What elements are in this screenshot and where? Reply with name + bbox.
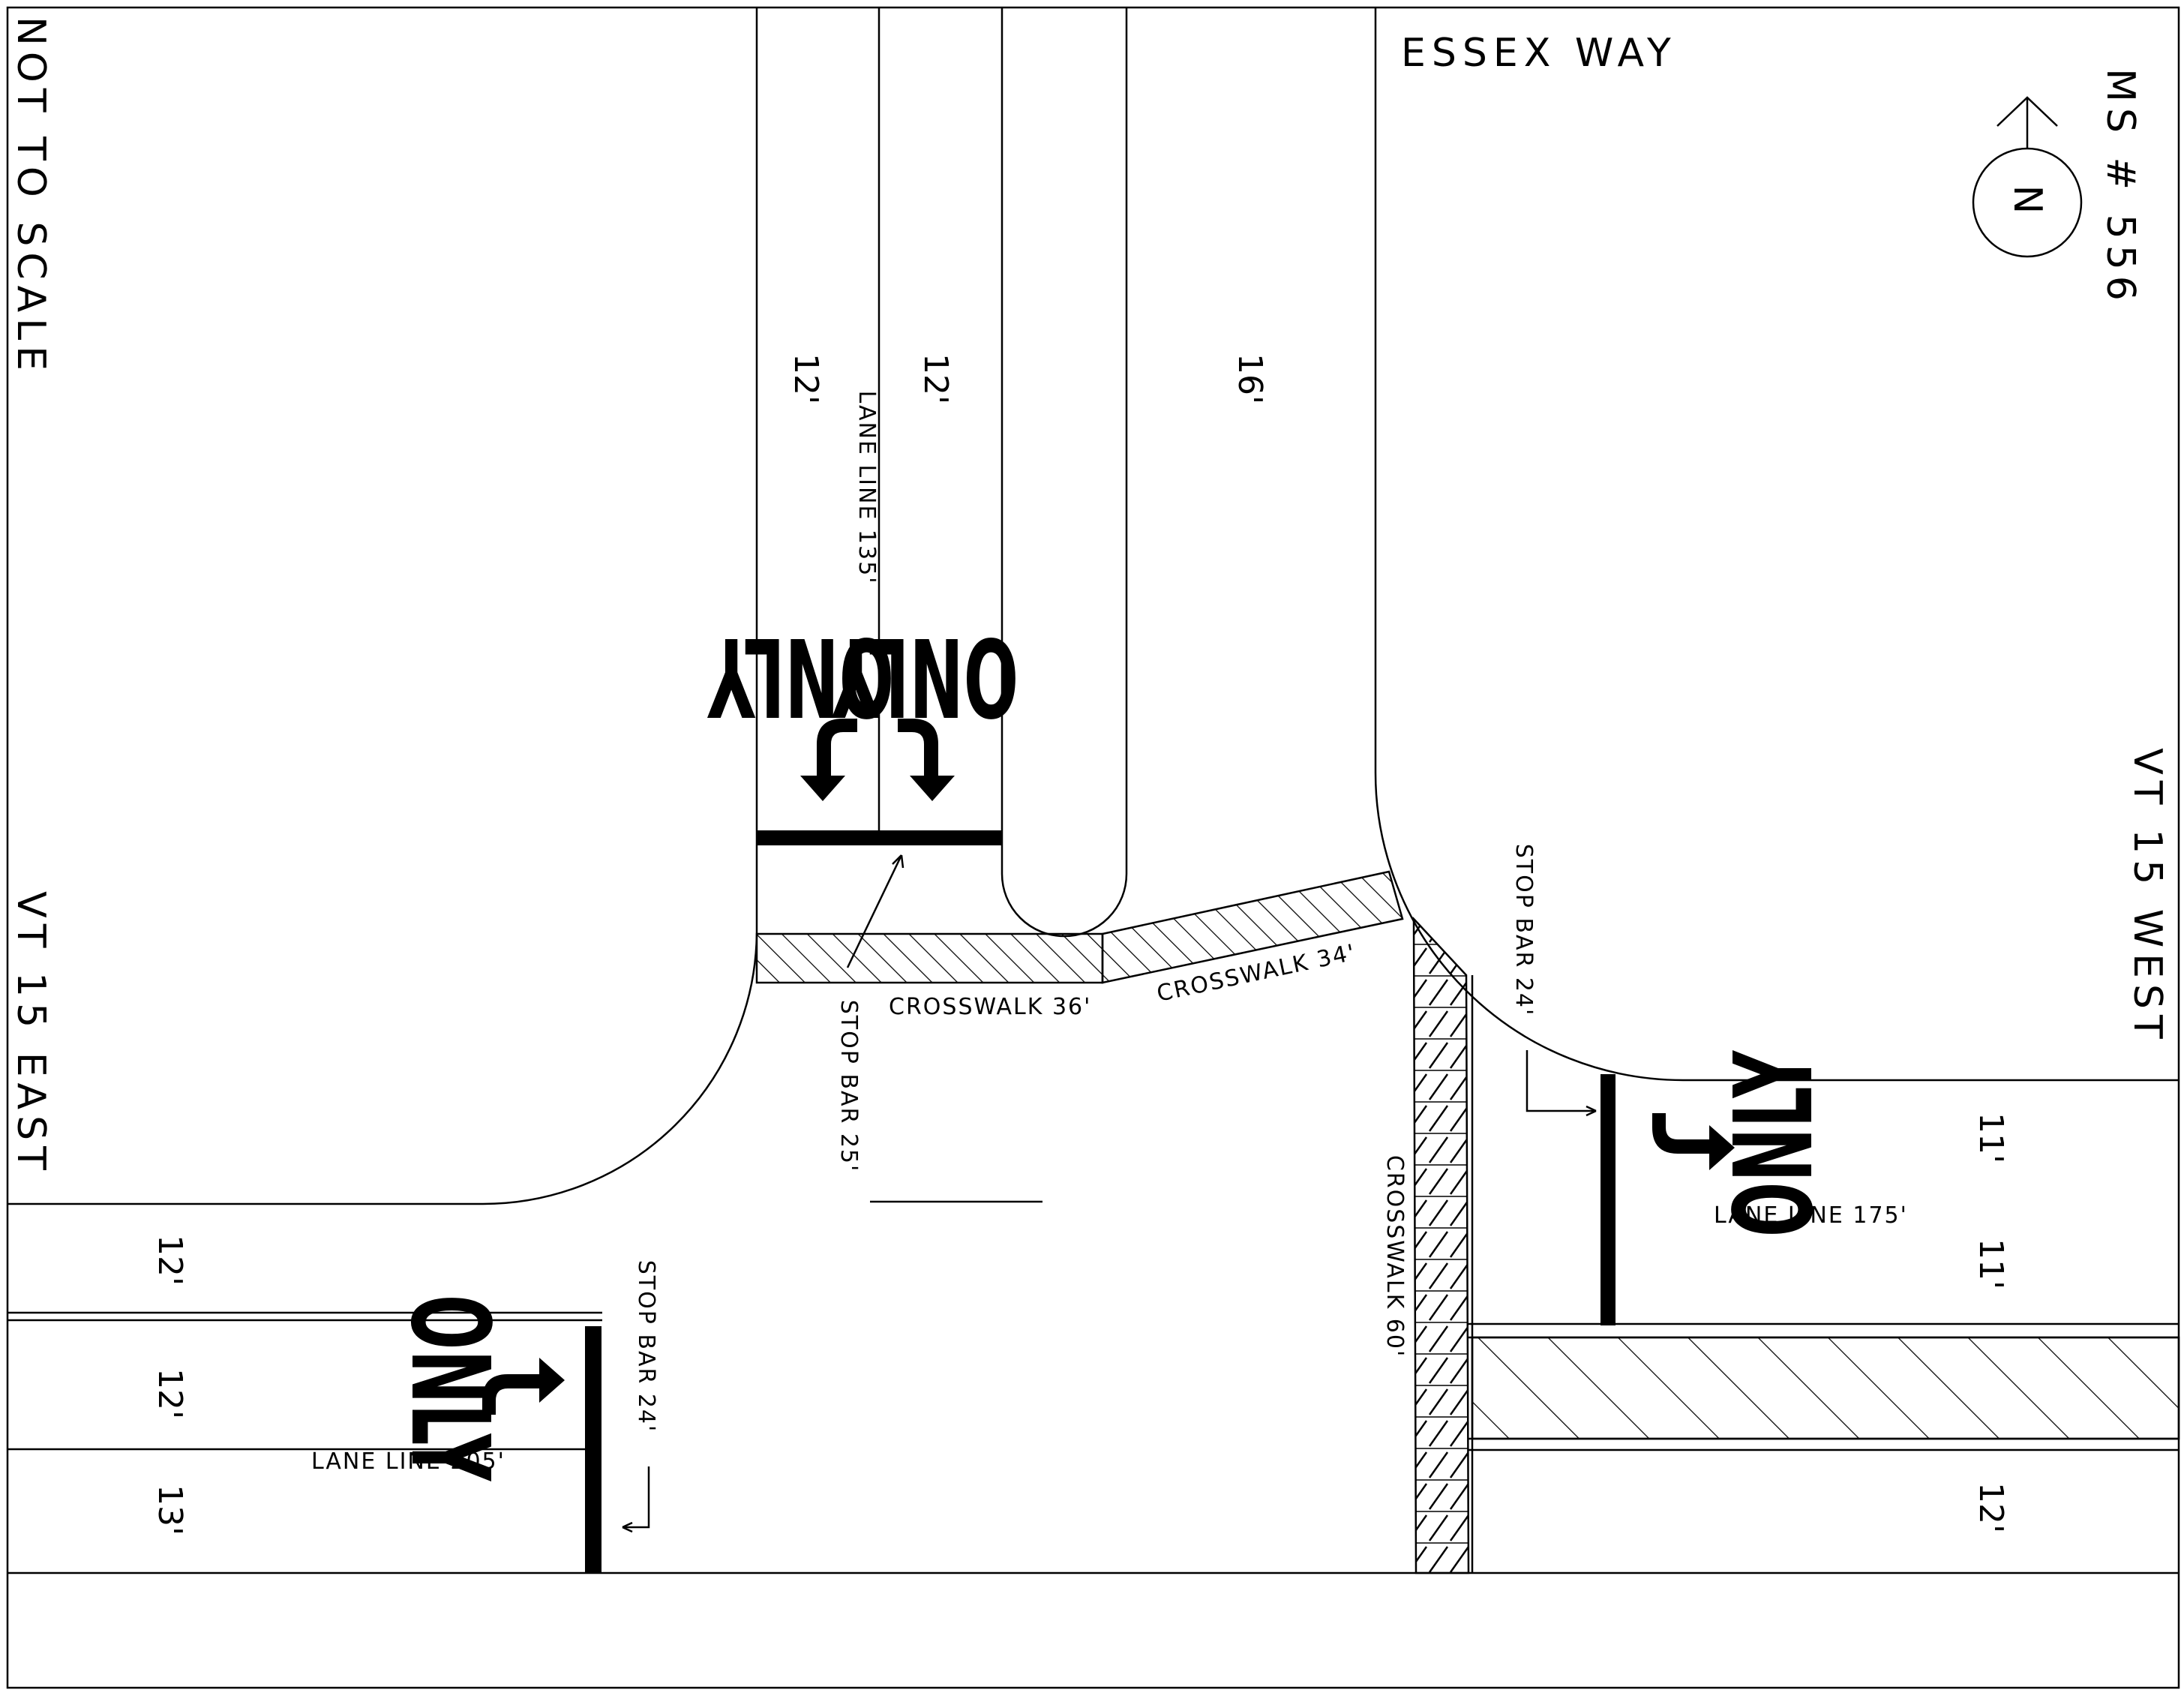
only-marking: ONLY [387,1295,513,1481]
lane-width-labels: 12' 12' 16' 12' 12' 13' 11' 11' 12' [151,353,2010,1535]
lane-width-west-mid: 12' [151,1368,189,1419]
lane-width-north-left: 12' [787,353,825,404]
stop-bar-west [585,1326,602,1574]
page-frame [6,6,2180,1689]
stop-bar-north [757,830,1002,845]
street-name-north: ESSEX WAY [1401,31,1677,76]
ms-number: MS # 556 [2098,68,2143,307]
stop-bar-east [1600,1074,1616,1325]
lane-width-east-top: 11' [1972,1112,2010,1163]
lane-width-west-top: 12' [151,1235,189,1286]
crosswalk-east [1412,916,1470,1574]
scale-note: NOT TO SCALE [8,17,53,377]
stop-bar-north-label: STOP BAR 25' [836,1000,862,1173]
crosswalk-north [755,870,1404,984]
only-marking: ONLY [832,614,1018,740]
lane-line-west-label: LANE LINE 205' [311,1448,506,1475]
lane-width-north-right: 12' [916,353,955,404]
only-marking: ONLY [1711,1050,1837,1237]
street-name-west: VT 15 EAST [8,891,53,1176]
hatched-median [1471,1336,2180,1440]
north-arrow-icon: N [1972,96,2083,258]
lane-width-east-bot: 12' [1972,1482,2010,1533]
leader-arrows [622,854,1597,1533]
street-name-east: VT 15 WEST [2125,748,2170,1045]
crosswalk-north-a-label: CROSSWALK 36' [889,994,1091,1020]
north-letter: N [2005,185,2050,221]
lane-width-west-bot: 13' [151,1484,189,1535]
stop-bar-west-label: STOP BAR 24' [633,1260,659,1433]
lane-width-north-exit: 16' [1231,353,1269,404]
lane-width-east-mid: 11' [1972,1238,2010,1289]
lane-line-north-label: LANE LINE 135' [854,391,880,585]
only-marking: ONLY [707,614,894,740]
stop-bar-east-label: STOP BAR 24' [1510,844,1537,1017]
lane-line-east-label: LANE LINE 175' [1714,1202,1908,1229]
crosswalk-east-label: CROSSWALK 60' [1382,1155,1408,1358]
